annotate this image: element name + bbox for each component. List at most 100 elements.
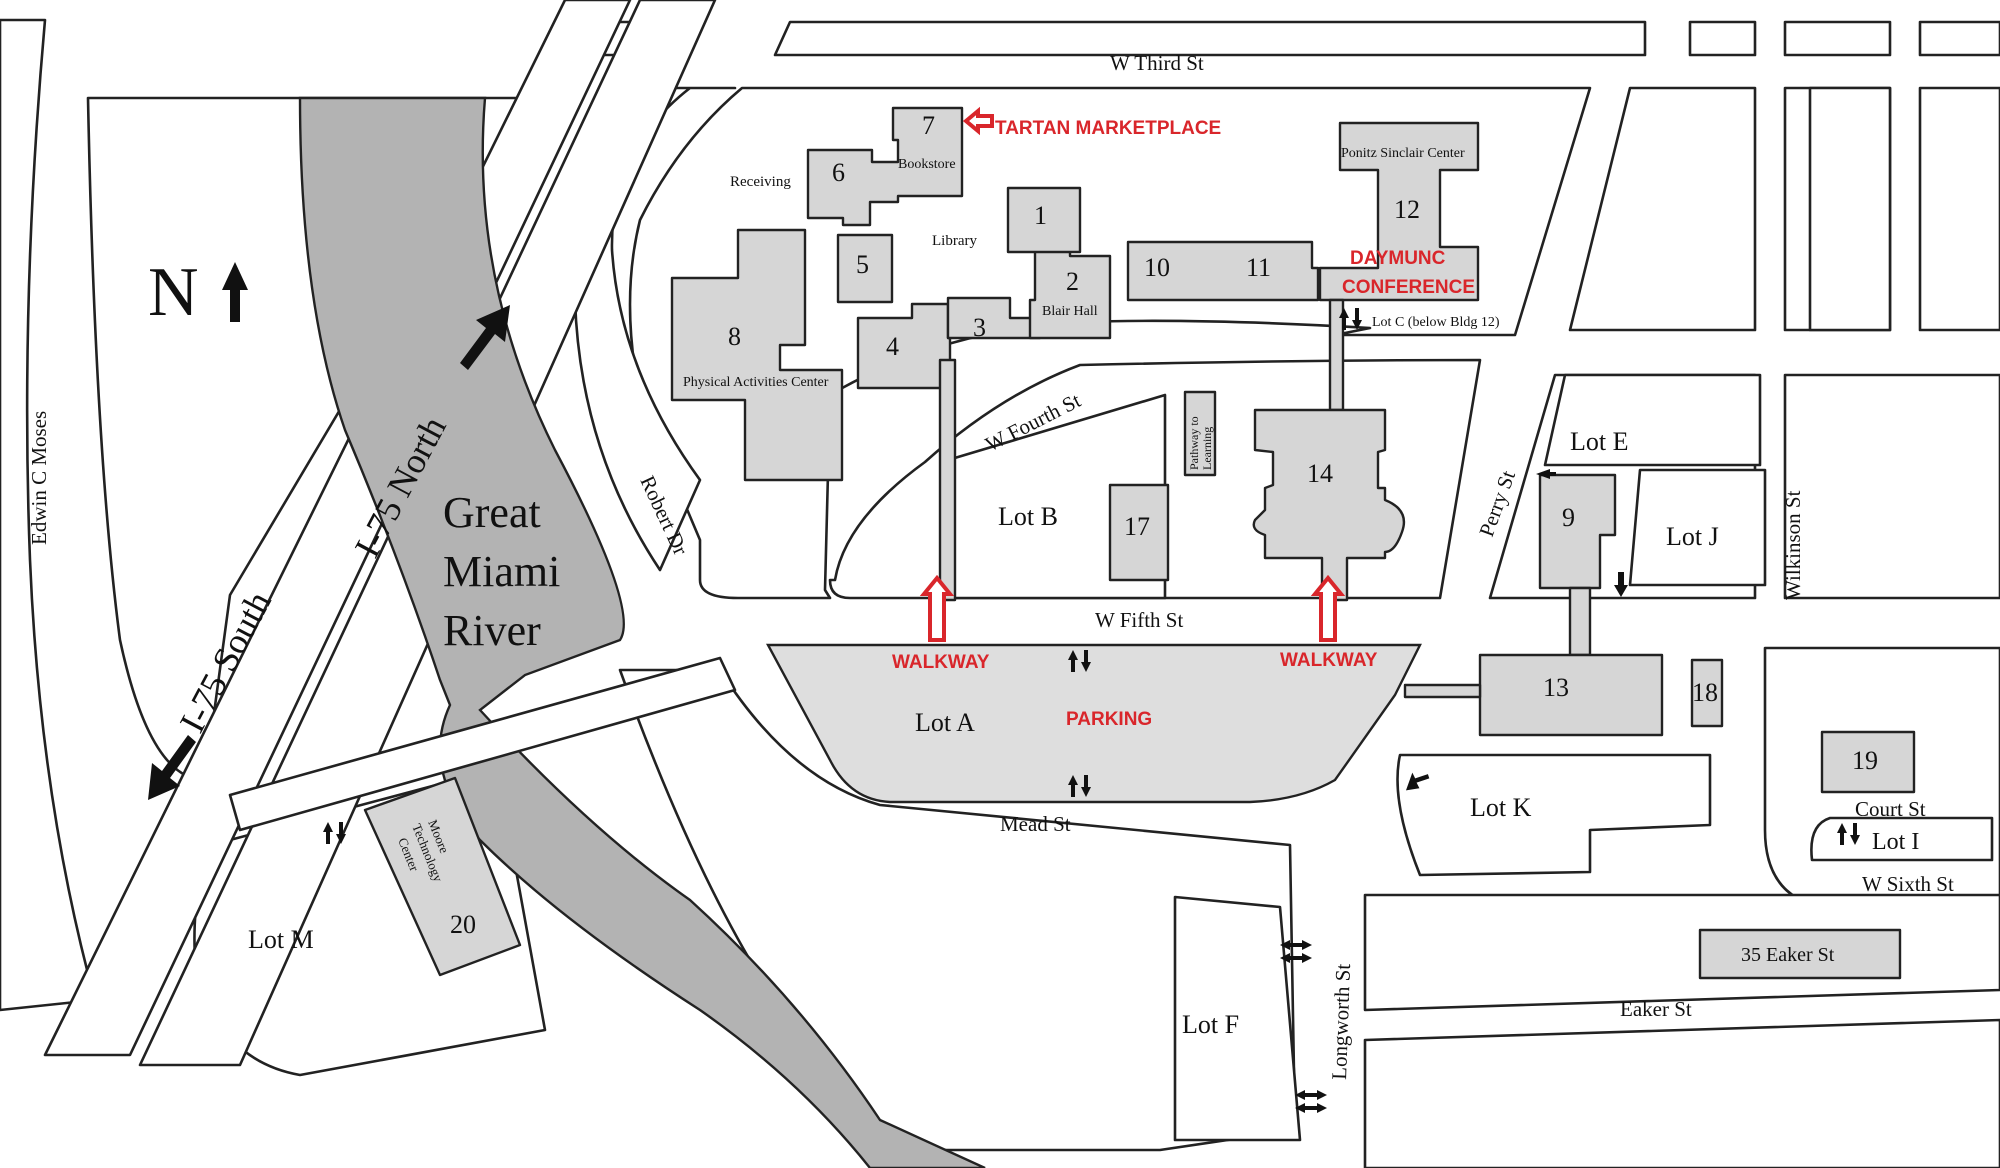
label-pathway-2: Learning <box>1200 427 1214 470</box>
annotations: TARTAN MARKETPLACE DAYMUNC CONFERENCE WA… <box>892 106 1475 730</box>
building-9 <box>1538 473 1617 590</box>
walkway-left-label: WALKWAY <box>892 652 990 673</box>
entrance-icon-lot-i <box>1837 823 1860 845</box>
block-bottom-east <box>1363 1018 2000 1168</box>
lot-labels: Lot A Lot B Lot C (below Bldg 12) Lot E … <box>248 315 1919 1039</box>
label-b17: 17 <box>1124 512 1150 541</box>
river-label-line1: Great <box>443 488 541 537</box>
connector-lot-a-13 <box>1403 683 1482 699</box>
entrance-icon-lot-j <box>1614 572 1628 597</box>
label-b2: 2 <box>1066 267 1079 296</box>
north-arrow: N <box>148 254 248 331</box>
label-ponitz: Ponitz Sinclair Center <box>1341 146 1465 161</box>
parking-label: PARKING <box>1066 709 1152 730</box>
north-arrow-icon <box>222 262 248 322</box>
label-b3: 3 <box>973 313 986 342</box>
street-eaker: Eaker St <box>1620 997 1692 1021</box>
building-18 <box>1690 658 1724 728</box>
building-14 <box>1252 408 1406 602</box>
entrance-arrows <box>323 308 1860 1113</box>
i75-north-arrow-icon <box>460 305 510 370</box>
block-ne-2 <box>1783 20 1892 57</box>
label-blair: Blair Hall <box>1042 304 1098 319</box>
street-w-fifth: W Fifth St <box>1095 608 1183 632</box>
street-mead: Mead St <box>1000 812 1071 836</box>
buildings <box>363 106 1916 980</box>
tartan-arrow-icon <box>962 106 994 136</box>
block-ne-d <box>1918 86 2000 332</box>
block-far-se <box>1363 893 2000 1012</box>
label-bookstore: Bookstore <box>898 157 956 172</box>
label-b12: 12 <box>1394 195 1420 224</box>
label-b4: 4 <box>886 332 899 361</box>
building-8 <box>670 228 844 482</box>
building-6 <box>806 106 964 227</box>
building-35-eaker <box>1698 928 1902 980</box>
label-b6: 6 <box>832 158 845 187</box>
block-far-west <box>0 18 97 1012</box>
entrance-icon-lot-f-top <box>1280 940 1312 963</box>
lot-j-block <box>1628 468 1767 587</box>
label-b11: 11 <box>1246 253 1271 282</box>
label-b10: 10 <box>1144 253 1170 282</box>
label-b7: 7 <box>922 111 935 140</box>
building-20 <box>363 776 522 977</box>
daymunc-label-line1: DAYMUNC <box>1350 248 1446 269</box>
label-lot-f: Lot F <box>1182 1010 1239 1039</box>
entrance-icon-lot-a-bottom <box>1068 775 1091 797</box>
mead-bridge <box>228 656 737 832</box>
connector-left-walkway <box>938 358 957 602</box>
label-b19: 19 <box>1852 746 1878 775</box>
entrance-icon-lot-k <box>1405 772 1430 804</box>
entrance-icon-lot-m <box>323 822 346 844</box>
label-35-eaker: 35 Eaker St <box>1741 944 1835 966</box>
tartan-marketplace-label: TARTAN MARKETPLACE <box>995 118 1221 139</box>
block-ne-1 <box>1688 20 1757 57</box>
block-ne-c <box>1808 86 1892 332</box>
block-east-wilk <box>1783 373 2000 600</box>
pathway-to-learning <box>1183 390 1217 477</box>
street-w-sixth: W Sixth St <box>1862 872 1954 896</box>
label-lot-j: Lot J <box>1666 522 1719 551</box>
lot-e-block <box>1543 373 1762 467</box>
entrance-icon-lot-f-bottom <box>1295 1090 1327 1113</box>
label-b1: 1 <box>1034 201 1047 230</box>
label-b9: 9 <box>1562 503 1575 532</box>
entrance-icon-lot-c <box>1339 308 1362 330</box>
i75-south-arrow-icon <box>148 735 196 800</box>
building-17 <box>1108 483 1170 582</box>
block-ne-3 <box>1918 20 2000 57</box>
label-b13: 13 <box>1543 673 1569 702</box>
building-19 <box>1820 730 1916 794</box>
entrance-icon-lot-e <box>1536 469 1556 479</box>
river-label-line3: River <box>443 606 541 655</box>
street-wilkinson: Wilkinson St <box>1781 490 1805 600</box>
walkway-right-arrow-icon <box>1310 574 1346 642</box>
parking-lots <box>765 373 1994 1142</box>
building-13 <box>1478 653 1664 737</box>
label-library: Library <box>932 233 977 249</box>
building-10-11 <box>1126 240 1320 302</box>
label-b20: 20 <box>450 910 476 939</box>
entrance-icon-lot-a-top <box>1068 650 1091 672</box>
label-pathway-1: Pathway to <box>1187 416 1201 470</box>
label-b8: 8 <box>728 322 741 351</box>
block-ne-a <box>1568 86 1757 332</box>
label-lot-k: Lot K <box>1470 793 1532 822</box>
building-5 <box>836 233 894 304</box>
river-label-line2: Miami <box>443 547 560 596</box>
daymunc-label-line2: CONFERENCE <box>1342 277 1475 298</box>
river-label: Great Miami River <box>443 488 560 655</box>
walkway-right-label: WALKWAY <box>1280 650 1378 671</box>
lot-a-shape <box>765 643 1422 804</box>
label-lot-m: Lot M <box>248 925 314 954</box>
street-edwin: Edwin C Moses <box>27 411 51 545</box>
block-north-strip <box>773 20 1647 57</box>
label-lot-e: Lot E <box>1570 427 1629 456</box>
street-court: Court St <box>1855 797 1926 821</box>
north-label: N <box>148 254 199 331</box>
label-lot-i: Lot I <box>1872 829 1919 855</box>
label-lot-a: Lot A <box>915 708 975 737</box>
connector-9-13 <box>1568 586 1592 657</box>
label-b14: 14 <box>1307 459 1333 488</box>
